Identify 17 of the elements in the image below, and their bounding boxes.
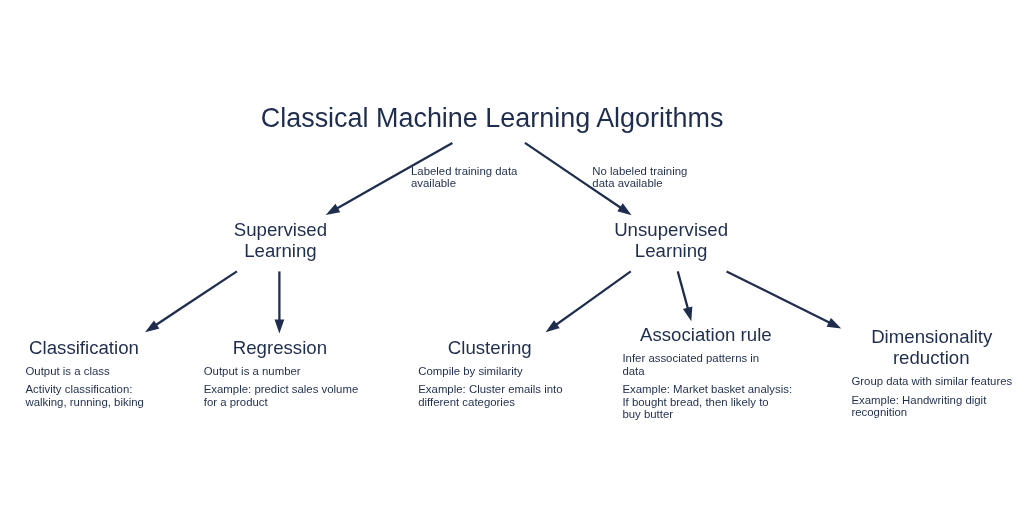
arrow xyxy=(726,270,842,329)
arrow xyxy=(545,270,632,333)
arrow xyxy=(145,270,238,333)
node-text: Classical Machine Learning Algorithms xyxy=(260,102,724,133)
node-text: Regression Output is a number Example: predict sales volume for a product xyxy=(203,336,359,408)
node-text: Dimensionality reduction Group data with similar features Example: Handwriting digit recognition xyxy=(851,326,1013,419)
node-text: Association rule Infer associated patterns in data Example: Market basket analysis: If bought bread, then likely to buy butter xyxy=(622,324,793,421)
node-text: Classification Output is a class Activity classification: walking, running, biking xyxy=(25,336,144,408)
node-text: Clustering Compile by similarity Example: Cluster emails into different categories xyxy=(418,336,563,408)
edge-label: No labeled training data available xyxy=(592,164,688,190)
node-text: Unsupervised Learning xyxy=(614,219,729,262)
node-text: Supervised Learning xyxy=(233,219,328,262)
arrow xyxy=(676,271,693,322)
arrow xyxy=(524,142,632,216)
edge-label: Labeled training data available xyxy=(411,164,518,190)
arrow xyxy=(274,271,285,334)
arrow xyxy=(325,141,453,215)
